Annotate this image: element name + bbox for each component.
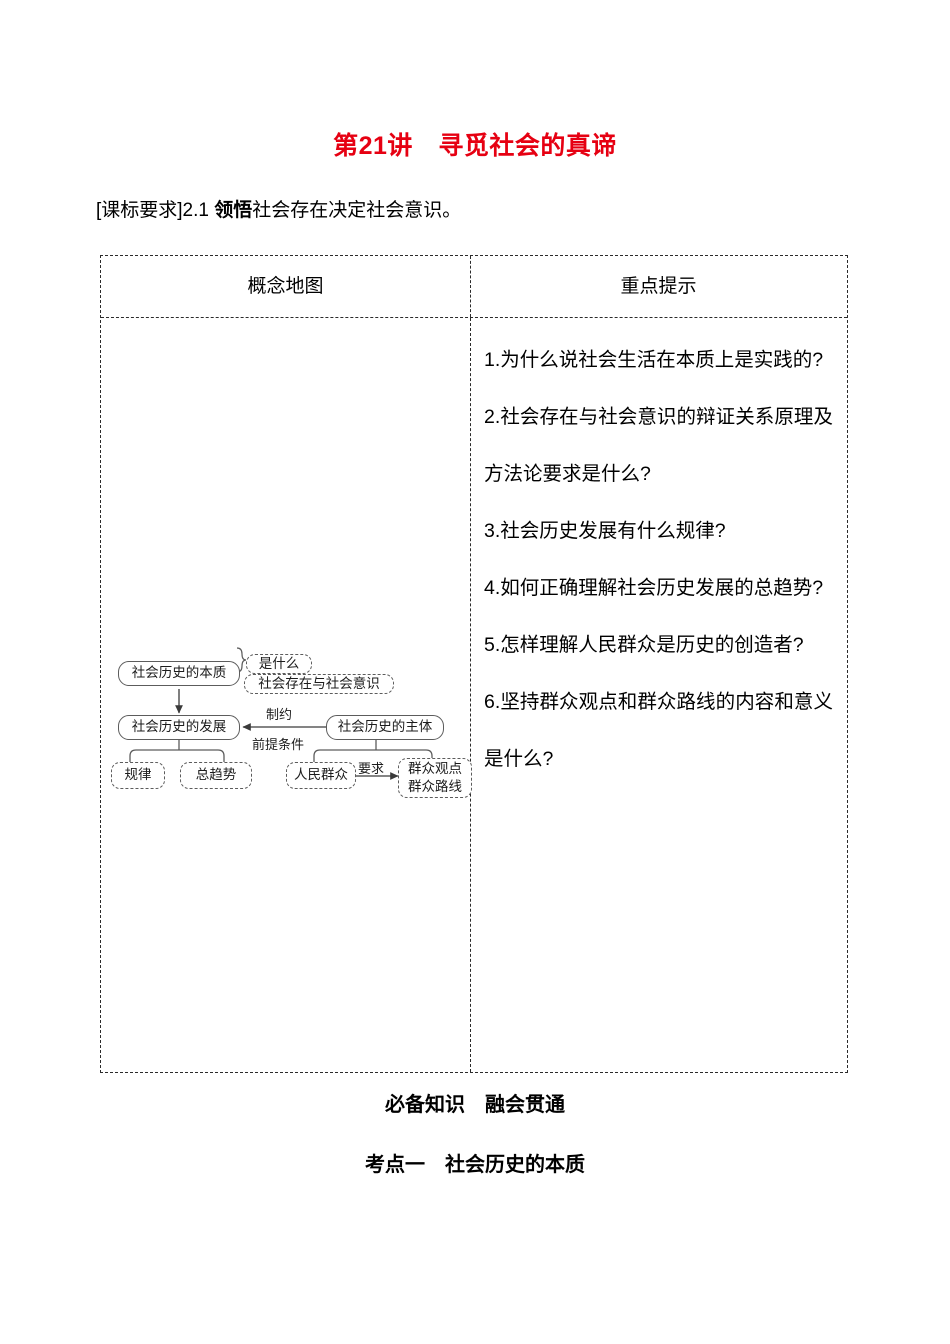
- section-heading-essential-knowledge: 必备知识 融会贯通: [385, 1094, 565, 1116]
- standard-requirement: [课标要求]2.1 领悟社会存在决定社会意识。: [96, 198, 461, 224]
- node-social-history-development: 社会历史的发展: [118, 715, 240, 740]
- node-social-history-essence: 社会历史的本质: [118, 661, 240, 686]
- tip-item: 6.坚持群众观点和群众路线的内容和意义是什么?: [484, 691, 833, 770]
- node-mass-viewpoint-line1: 群众观点: [408, 760, 462, 776]
- table-body-row: 社会历史的本质 是什么 社会存在与社会意识 社会历史的发展 社会历史的主体 规律…: [101, 318, 847, 1072]
- table-header-row: 概念地图 重点提示: [101, 256, 847, 318]
- tip-item: 3.社会历史发展有什么规律?: [484, 520, 726, 542]
- tip-item: 4.如何正确理解社会历史发展的总趋势?: [484, 577, 824, 599]
- concept-map-table: 概念地图 重点提示: [100, 255, 848, 1073]
- edge-label-restrict: 制约: [266, 707, 293, 722]
- header-key-tips: 重点提示: [620, 276, 697, 297]
- node-mass-viewpoint-line2: 群众路线: [408, 779, 462, 794]
- edge-label-precondition: 前提条件: [252, 737, 305, 752]
- node-people-masses: 人民群众: [286, 762, 356, 789]
- tip-item: 5.怎样理解人民群众是历史的创造者?: [484, 634, 804, 656]
- tip-item: 1.为什么说社会生活在本质上是实践的?: [484, 349, 824, 371]
- standard-requirement-suffix: 社会存在决定社会意识。: [252, 200, 462, 221]
- node-law: 规律: [111, 762, 165, 789]
- tip-item: 2.社会存在与社会意识的辩证关系原理及方法论要求是什么?: [484, 406, 833, 485]
- section-heading-kaodian-one: 考点一 社会历史的本质: [365, 1154, 585, 1176]
- standard-requirement-emphasis: 领悟: [214, 200, 253, 221]
- node-what-is: 是什么: [246, 654, 312, 674]
- node-general-trend: 总趋势: [180, 762, 252, 789]
- edge-label-require: 要求: [358, 761, 385, 776]
- node-social-history-subject: 社会历史的主体: [326, 715, 444, 740]
- standard-requirement-prefix: [课标要求]2.1: [96, 200, 215, 221]
- node-mass-viewpoint-and-line: 群众观点 群众路线: [398, 758, 472, 798]
- page-title: 第21讲 寻觅社会的真谛: [333, 132, 617, 160]
- body-column-divider: [470, 318, 471, 1072]
- key-tips-cell: 1.为什么说社会生活在本质上是实践的? 2.社会存在与社会意识的辩证关系原理及方…: [470, 318, 847, 788]
- concept-map-cell: 社会历史的本质 是什么 社会存在与社会意识 社会历史的发展 社会历史的主体 规律…: [101, 318, 472, 1072]
- concept-map-diagram: 社会历史的本质 是什么 社会存在与社会意识 社会历史的发展 社会历史的主体 规律…: [106, 647, 478, 808]
- header-column-divider: [470, 256, 471, 317]
- node-social-being-and-consciousness: 社会存在与社会意识: [244, 674, 394, 694]
- header-concept-map: 概念地图: [247, 276, 324, 297]
